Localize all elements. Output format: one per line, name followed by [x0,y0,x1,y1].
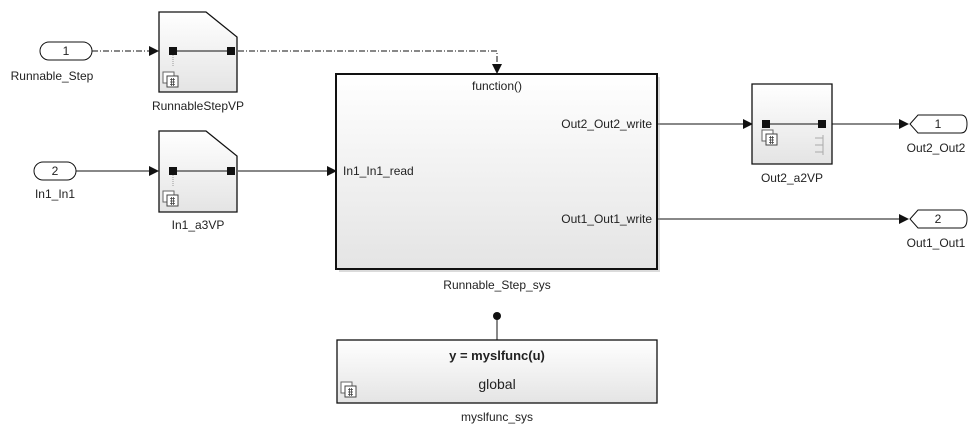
variant-output-port [227,167,235,175]
variant-block-in1-a3vp[interactable]: In1_a3VP [158,130,238,232]
variant-output-port [227,47,235,55]
function-port-dot [493,312,501,320]
outport-out1[interactable]: 2 Out1_Out1 [907,209,968,250]
subsystem-runnable-step-sys[interactable]: function() In1_In1_read Out2_Out2_write … [335,73,660,292]
inport-label: Runnable_Step [11,69,94,83]
variant-input-port [169,47,177,55]
outport-out2[interactable]: 1 Out2_Out2 [907,114,968,155]
trigger-port-label: function() [472,79,522,93]
function-block-myslfunc-sys[interactable]: y = myslfunc(u) global myslfunc_sys [336,339,658,424]
outport-number: 2 [935,212,942,226]
signal-line-function-call[interactable] [238,50,502,74]
inport-runnable-step[interactable]: 1 Runnable_Step [11,41,94,83]
outport-label: Out2_Out2 [907,141,966,155]
subsystem-input-port-label: In1_In1_read [343,164,414,178]
block-label: In1_a3VP [172,218,225,232]
block-label: Out2_a2VP [761,171,823,185]
outport-label: Out1_Out1 [907,236,966,250]
variant-output-port [818,120,826,128]
inport-number: 2 [52,164,59,178]
variant-input-port [762,120,770,128]
subsystem-output-port-label-2: Out1_Out1_write [561,212,652,226]
block-label: myslfunc_sys [461,410,533,424]
variant-block-runnable-step-vp[interactable]: RunnableStepVP [152,11,244,113]
block-label: Runnable_Step_sys [443,278,550,292]
inport-label: In1_In1 [35,187,75,201]
subsystem-output-port-label-1: Out2_Out2_write [561,117,652,131]
variant-block-out2-a2vp[interactable]: Out2_a2VP [751,83,833,185]
block-label: RunnableStepVP [152,99,244,113]
outport-number: 1 [935,117,942,131]
signal-lines [76,46,909,340]
variant-input-port [169,167,177,175]
inport-in1[interactable]: 2 In1_In1 [33,161,77,201]
inport-number: 1 [63,44,70,58]
function-signature: y = myslfunc(u) [449,348,545,363]
function-scope: global [478,376,515,392]
